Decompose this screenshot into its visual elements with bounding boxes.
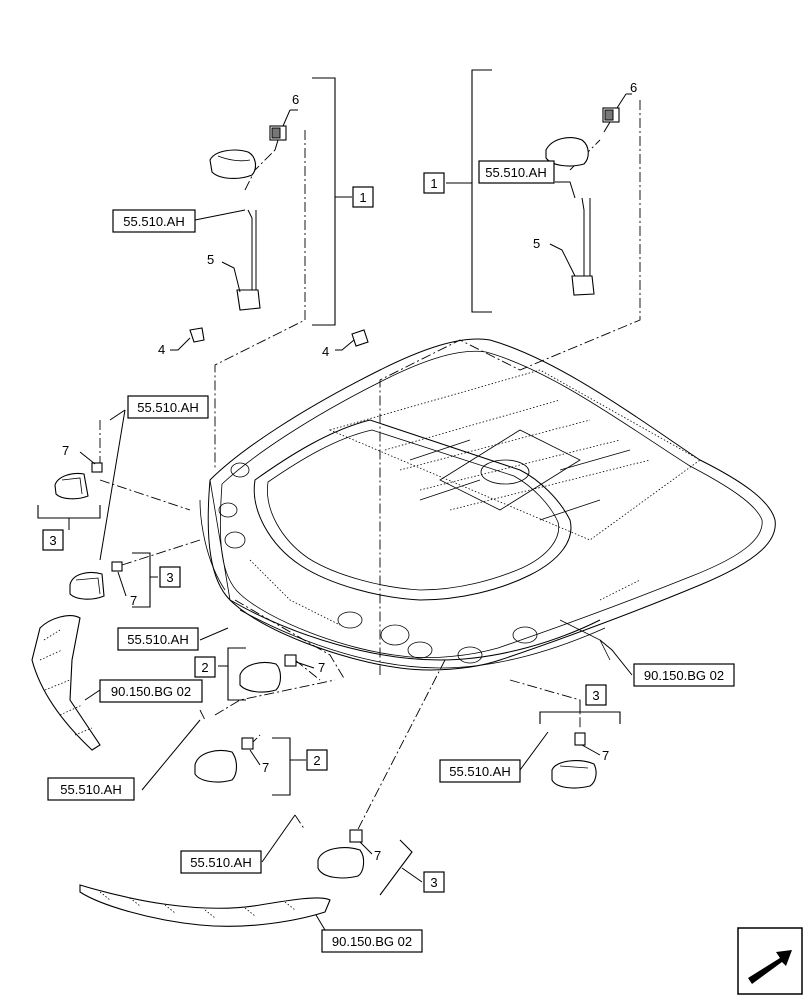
- cab-roof-frame: [199, 338, 776, 671]
- lamp-group3-bottom: [317, 829, 373, 879]
- callout-7-e: 7: [602, 748, 609, 763]
- group-box-3-upper-left[interactable]: 3: [42, 529, 64, 551]
- ref-box-7[interactable]: 55.510.AH: [180, 850, 262, 874]
- group-box-3-middle-left[interactable]: 3: [159, 566, 181, 588]
- group-box-3-bottom[interactable]: 3: [423, 871, 445, 893]
- svg-text:3: 3: [592, 688, 599, 703]
- group-box-1-left[interactable]: 1: [352, 186, 374, 208]
- ref-box-9[interactable]: 90.150.BG 02: [633, 663, 735, 687]
- ref-box-3[interactable]: 55.510.AH: [127, 395, 209, 419]
- tag-right: [335, 329, 369, 351]
- callout-4-left: 4: [158, 342, 165, 357]
- callout-5-right: 5: [533, 236, 540, 251]
- lamp-assembly-left-top: [209, 109, 298, 179]
- svg-text:1: 1: [359, 190, 366, 205]
- lamp-group3-right: [551, 732, 601, 789]
- svg-text:2: 2: [201, 660, 208, 675]
- group-box-2-upper[interactable]: 2: [194, 656, 216, 678]
- lamp-left-middle: [69, 561, 127, 600]
- svg-text:3: 3: [49, 533, 56, 548]
- callout-7-c: 7: [318, 660, 325, 675]
- group-brackets: [37, 69, 621, 896]
- svg-text:3: 3: [430, 875, 437, 890]
- svg-text:55.510.AH: 55.510.AH: [137, 400, 198, 415]
- svg-text:1: 1: [430, 176, 437, 191]
- front-trim-strip: [79, 884, 331, 927]
- svg-text:55.510.AH: 55.510.AH: [190, 855, 251, 870]
- callout-4-right: 4: [322, 344, 329, 359]
- cable-assembly-left: [221, 209, 261, 311]
- svg-text:90.150.BG 02: 90.150.BG 02: [332, 934, 412, 949]
- next-page-arrow-icon[interactable]: [737, 927, 803, 995]
- cable-assembly-right: [549, 197, 595, 296]
- callout-6-right: 6: [630, 80, 637, 95]
- svg-text:90.150.BG 02: 90.150.BG 02: [111, 684, 191, 699]
- svg-text:55.510.AH: 55.510.AH: [123, 214, 184, 229]
- svg-text:90.150.BG 02: 90.150.BG 02: [644, 668, 724, 683]
- svg-text:55.510.AH: 55.510.AH: [485, 165, 546, 180]
- ref-box-4[interactable]: 55.510.AH: [117, 627, 199, 651]
- lamp-group2-upper: [239, 654, 315, 693]
- group-box-1-right[interactable]: 1: [423, 172, 445, 194]
- svg-text:2: 2: [313, 753, 320, 768]
- ref-box-5[interactable]: 55.510.AH: [47, 777, 135, 801]
- svg-text:3: 3: [166, 570, 173, 585]
- tag-left: [170, 327, 205, 351]
- callout-5-left: 5: [207, 252, 214, 267]
- ref-box-2[interactable]: 55.510.AH: [478, 160, 555, 184]
- callout-7-a: 7: [62, 443, 69, 458]
- svg-text:55.510.AH: 55.510.AH: [60, 782, 121, 797]
- svg-text:55.510.AH: 55.510.AH: [449, 764, 510, 779]
- ref-box-1[interactable]: 55.510.AH: [112, 209, 196, 233]
- callout-6-left: 6: [292, 92, 299, 107]
- ref-box-6[interactable]: 55.510.AH: [439, 759, 521, 783]
- reference-leaders: [84, 181, 633, 931]
- lamp-group2-lower: [194, 737, 261, 783]
- group-box-3-right[interactable]: 3: [585, 684, 607, 706]
- group-box-2-lower[interactable]: 2: [306, 749, 328, 771]
- callout-7-d: 7: [262, 760, 269, 775]
- ref-box-8[interactable]: 90.150.BG 02: [99, 679, 203, 703]
- callout-7-b: 7: [130, 593, 137, 608]
- callout-7-f: 7: [374, 848, 381, 863]
- side-trim-panel: [31, 615, 101, 751]
- svg-text:55.510.AH: 55.510.AH: [127, 632, 188, 647]
- lamp-left-upper: [54, 451, 103, 500]
- lamp-assembly-right-top: [545, 93, 632, 167]
- ref-box-10[interactable]: 90.150.BG 02: [321, 929, 423, 953]
